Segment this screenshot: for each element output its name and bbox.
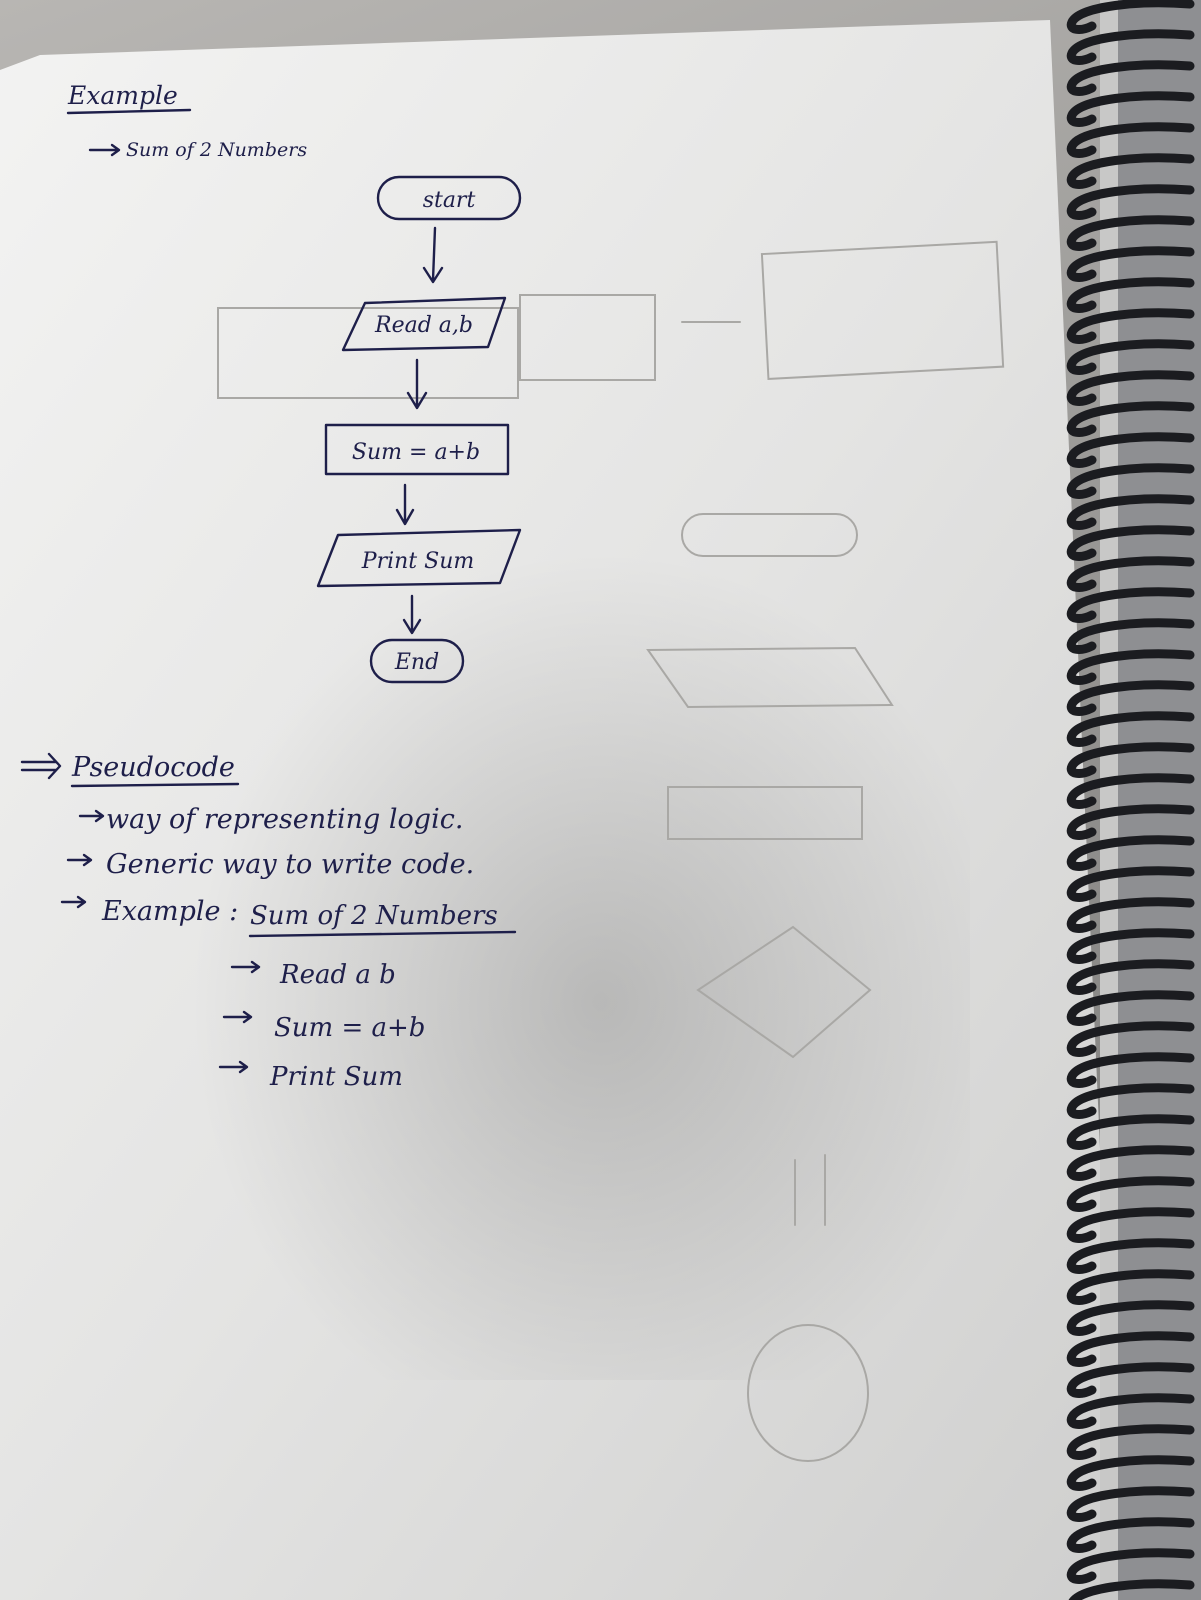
- binding-ring: [1066, 1176, 1195, 1212]
- arrow-icon: [218, 1060, 249, 1074]
- binding-ring: [1066, 587, 1195, 623]
- double-arrow-icon: [20, 752, 62, 780]
- print-output-label: Print Sum: [361, 549, 474, 574]
- binding-ring: [1066, 1424, 1195, 1460]
- start-label: start: [423, 188, 476, 213]
- pseudocode-step-3: Print Sum: [269, 1062, 403, 1092]
- binding-ring: [1066, 277, 1195, 313]
- binding-ring: [1066, 928, 1195, 964]
- binding-ring: [1066, 184, 1195, 220]
- process-box: [324, 423, 510, 476]
- binding-ring: [1066, 91, 1195, 127]
- flowchart: start Read a,b Sum = a+b Print Sum End: [316, 175, 522, 684]
- binding-ring: [1066, 122, 1195, 158]
- binding-ring: [1066, 370, 1195, 406]
- binding-ring: [1066, 773, 1195, 809]
- read-input-parallelogram: [341, 296, 507, 352]
- binding-ring: [1066, 835, 1195, 871]
- binding-ring: [1066, 1021, 1195, 1057]
- pseudocode-example-label: Sum of 2 Numbers: [250, 901, 498, 931]
- notes-heading: Example: [67, 81, 178, 110]
- binding-ring: [1066, 29, 1195, 65]
- pseudocode-section: Pseudocode way of representing logic. Ge…: [20, 752, 517, 1092]
- binding-ring: [1066, 1083, 1195, 1119]
- flow-arrow-3: [395, 483, 415, 526]
- binding-ring: [1066, 1114, 1195, 1150]
- notes-subheading: Sum of 2 Numbers: [126, 139, 307, 161]
- binding-ring: [1066, 742, 1195, 778]
- binding-ring: [1066, 1362, 1195, 1398]
- binding-ring: [1068, 1579, 1195, 1600]
- heading-underline: [66, 108, 192, 115]
- binding-ring: [1066, 1207, 1195, 1243]
- binding-ring: [1066, 649, 1195, 685]
- arrow-icon: [66, 853, 93, 867]
- arrow-icon: [222, 1010, 253, 1024]
- end-label: End: [394, 650, 439, 675]
- binding-ring: [1066, 463, 1195, 499]
- pseudocode-step-1: Read a b: [279, 960, 396, 990]
- binding-ring: [1066, 1486, 1195, 1522]
- print-output-parallelogram: [316, 528, 522, 588]
- binding-ring: [1066, 556, 1195, 592]
- binding-ring: [1066, 0, 1195, 34]
- binding-ring: [1066, 339, 1195, 375]
- hand-shadow: [150, 480, 970, 1380]
- binding-ring: [1066, 308, 1195, 344]
- binding-ring: [1066, 866, 1195, 902]
- binding-ring: [1066, 494, 1195, 530]
- pseudocode-point-2: Generic way to write code.: [106, 849, 474, 880]
- example-underline: [248, 930, 517, 938]
- arrow-icon: [88, 143, 121, 157]
- binding-ring: [1066, 1517, 1195, 1553]
- flow-arrow-2: [406, 358, 428, 410]
- pseudocode-title: Pseudocode: [71, 752, 235, 783]
- binding-ring: [1066, 990, 1195, 1026]
- binding-ring: [1066, 1331, 1195, 1367]
- arrow-icon: [230, 960, 261, 974]
- binding-ring: [1066, 1300, 1195, 1336]
- binding-ring: [1066, 1238, 1195, 1274]
- process-label: Sum = a+b: [352, 440, 480, 465]
- flow-arrow-1: [422, 226, 444, 284]
- binding-ring: [1066, 1052, 1195, 1088]
- binding-ring: [1066, 60, 1195, 96]
- binding-ring: [1066, 680, 1195, 716]
- arrow-icon: [78, 809, 105, 823]
- pseudocode-title-underline: [70, 782, 240, 788]
- start-terminal: [376, 175, 522, 221]
- binding-ring: [1066, 711, 1195, 747]
- binding-ring: [1066, 1393, 1195, 1429]
- binding-ring: [1066, 1269, 1195, 1305]
- flow-arrow-4: [402, 594, 422, 635]
- pseudocode-step-2: Sum = a+b: [274, 1013, 425, 1043]
- binding-ring: [1066, 525, 1195, 561]
- binding-ring: [1066, 432, 1195, 468]
- binding-ring: [1066, 1145, 1195, 1181]
- read-input-label: Read a,b: [374, 313, 473, 338]
- binding-ring: [1066, 1455, 1195, 1491]
- pseudocode-point-1: way of representing logic.: [106, 804, 463, 835]
- binding-ring: [1066, 897, 1195, 933]
- binding-rings: [1066, 0, 1195, 1600]
- end-terminal: [369, 638, 465, 684]
- ghost-shapes: [217, 240, 1005, 1462]
- binding-ring: [1066, 401, 1195, 437]
- arrow-icon: [60, 895, 87, 909]
- binding-ring: [1066, 215, 1195, 251]
- binding-ring: [1066, 959, 1195, 995]
- binding-ring: [1066, 618, 1195, 654]
- binding-ring: [1066, 1548, 1195, 1584]
- binding-ring: [1066, 246, 1195, 282]
- binding-ring: [1066, 153, 1195, 189]
- pseudocode-point-3: Example :: [101, 896, 238, 927]
- binding-ring: [1066, 804, 1195, 840]
